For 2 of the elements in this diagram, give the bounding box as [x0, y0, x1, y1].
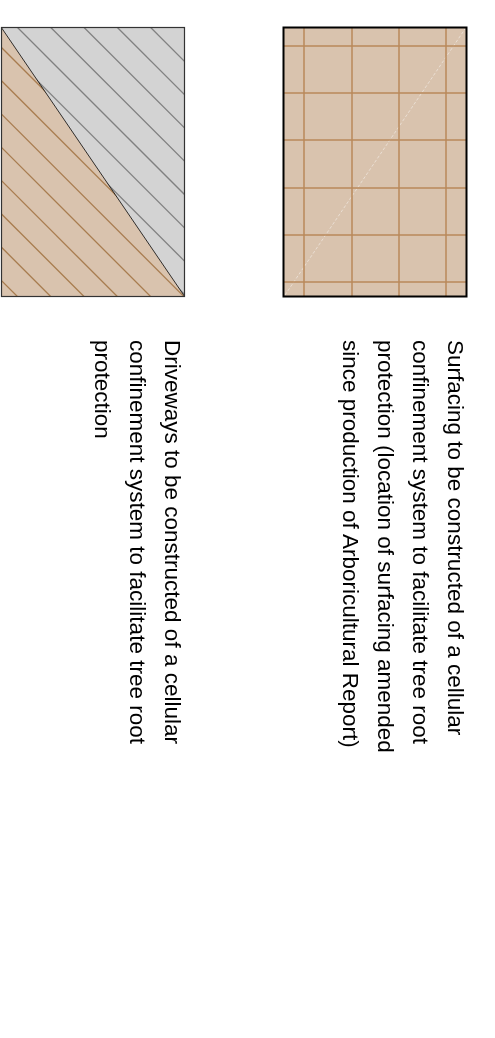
legend-text: Surfacing to be constructed of a cellular confinement system to facilitate tree root protection (location of surfacing amended since production of Arboricultural Report): [337, 340, 469, 755]
legend-text: Driveways to be constructed of a cellular confinement system to facilitate tree root protection: [89, 340, 186, 746]
